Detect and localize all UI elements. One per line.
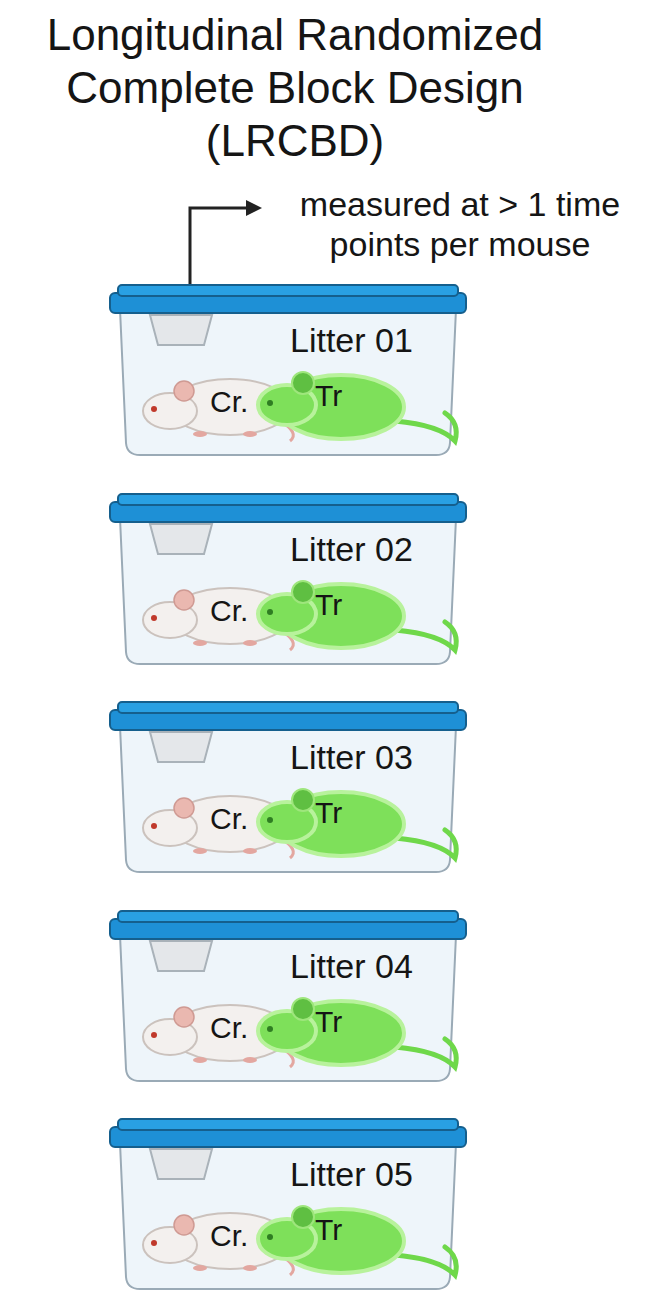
group-label: Tr xyxy=(315,1005,342,1040)
treated-mouse: Tr xyxy=(255,363,470,445)
litter-cage: Litter 02 Cr. Tr xyxy=(110,494,466,666)
group-label: Cr. xyxy=(210,1011,248,1046)
group-label: Cr. xyxy=(210,802,248,837)
treated-mouse-shape xyxy=(255,989,470,1071)
litter-cage: Litter 01 Cr. Tr xyxy=(110,285,466,457)
group-label: Tr xyxy=(315,588,342,623)
callout-note: measured at > 1 time points per mouse xyxy=(262,184,658,264)
litter-label: Litter 05 xyxy=(290,1155,413,1194)
litter-cage: Litter 03 Cr. Tr xyxy=(110,702,466,874)
diagram-title: Longitudinal Randomized Complete Block D… xyxy=(0,8,590,167)
litter-cage-shape xyxy=(110,702,466,874)
treated-mouse: Tr xyxy=(255,780,470,862)
group-label: Cr. xyxy=(210,594,248,629)
treated-mouse-shape xyxy=(255,1197,470,1279)
litter-label: Litter 01 xyxy=(290,321,413,360)
treated-mouse-shape xyxy=(255,363,470,445)
litter-label: Litter 04 xyxy=(290,947,413,986)
treated-mouse-shape xyxy=(255,572,470,654)
litter-cage: Litter 05 Cr. Tr xyxy=(110,1119,466,1291)
arrow-head xyxy=(246,200,262,216)
litter-label: Litter 02 xyxy=(290,530,413,569)
treated-mouse-shape xyxy=(255,780,470,862)
group-label: Tr xyxy=(315,1213,342,1248)
treated-mouse: Tr xyxy=(255,989,470,1071)
group-label: Cr. xyxy=(210,385,248,420)
litter-cage-shape xyxy=(110,494,466,666)
group-label: Cr. xyxy=(210,1219,248,1254)
treated-mouse: Tr xyxy=(255,1197,470,1279)
litter-cage-shape xyxy=(110,911,466,1083)
group-label: Tr xyxy=(315,796,342,831)
treated-mouse: Tr xyxy=(255,572,470,654)
litter-cage-shape xyxy=(110,285,466,457)
litter-cage-shape xyxy=(110,1119,466,1291)
litter-label: Litter 03 xyxy=(290,738,413,777)
litter-cage: Litter 04 Cr. Tr xyxy=(110,911,466,1083)
group-label: Tr xyxy=(315,379,342,414)
